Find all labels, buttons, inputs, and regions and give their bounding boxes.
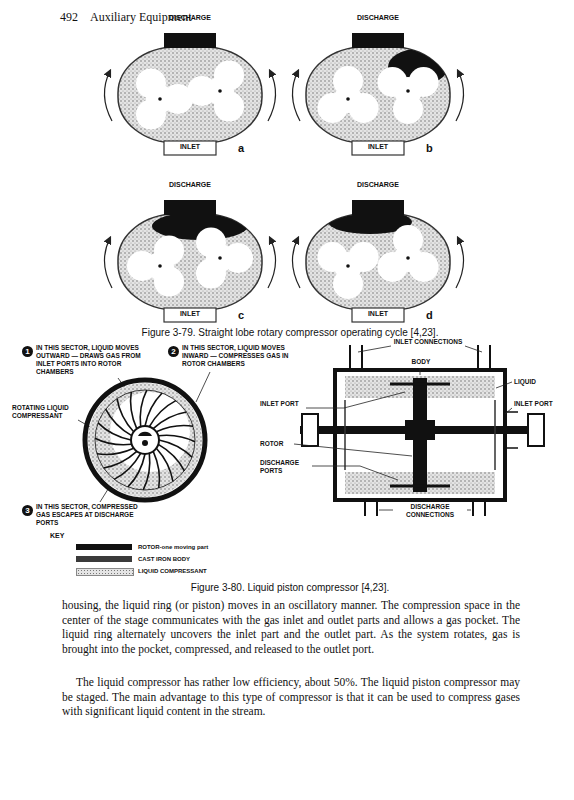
port-cone <box>138 432 152 436</box>
callout-number: 3 <box>22 505 33 516</box>
liquid-ring <box>88 383 202 497</box>
housing <box>306 47 450 143</box>
part-label: ROTOR <box>260 440 294 448</box>
port-label: DISCHARGE <box>338 14 418 22</box>
stage-letter: a <box>238 142 250 154</box>
leader-lines <box>78 346 512 510</box>
body-paragraph: housing, the liquid ring (or piston) mov… <box>62 598 520 656</box>
rotor-vane <box>114 453 140 479</box>
port-label: INLET <box>352 143 404 151</box>
rotor-hub <box>131 426 159 454</box>
legend-text: ROTOR-one moving part <box>138 543 208 551</box>
inlet-port <box>164 141 216 155</box>
lobe-rotor <box>317 242 378 299</box>
callout-text: IN THIS SECTOR, COMPRESSED GAS ESCAPES A… <box>36 503 148 527</box>
discharge-port <box>164 33 216 48</box>
rotation-arrow <box>456 71 464 121</box>
legend-swatch <box>76 544 132 550</box>
stage-letter: d <box>426 309 438 321</box>
rotor-vane <box>158 435 195 442</box>
rotor-blades <box>390 384 450 486</box>
part-label: INLET PORT <box>260 400 306 408</box>
discharge-port <box>164 200 216 215</box>
rotor-vane <box>158 444 184 470</box>
rotor-vane <box>156 426 193 432</box>
legend-swatch <box>76 568 134 576</box>
figure-caption: Figure 3-80. Liquid piston compressor [4… <box>90 582 490 594</box>
rotor-vane <box>149 401 175 427</box>
body-paragraph: The liquid compressor has rather low eff… <box>62 675 520 719</box>
inlet-port <box>352 308 404 322</box>
stage-letter: b <box>426 142 438 154</box>
bearing <box>528 414 544 446</box>
port-label: DISCHARGE <box>338 181 418 189</box>
rotation-arrow <box>104 71 112 121</box>
lobe-compressor-figure <box>104 33 463 322</box>
rotor-rim <box>95 390 195 490</box>
rotor-vane <box>97 448 134 454</box>
lobe-rotor <box>127 235 184 296</box>
figure-caption: Figure 3-79. Straight lobe rotary compre… <box>90 327 490 339</box>
callout-text: IN THIS SECTOR, LIQUID MOVES INWARD — CO… <box>182 344 292 368</box>
part-label: BODY <box>406 358 436 366</box>
rotor-vane <box>153 451 159 488</box>
rotation-arrow <box>292 238 300 288</box>
inlet-port <box>352 141 404 155</box>
discharge-port <box>352 33 404 48</box>
rotor-vane <box>106 409 132 435</box>
part-label: DISCHARGE CONNECTIONS <box>393 503 467 519</box>
discharge-port <box>352 200 404 215</box>
inlet-port-opening <box>505 412 518 448</box>
lobe-rotor <box>196 227 253 288</box>
legend-text: CAST IRON BODY <box>138 555 190 563</box>
port-label: DISCHARGE <box>150 14 230 22</box>
lobe-rotor <box>377 225 438 282</box>
rotation-arrow <box>456 238 464 288</box>
housing <box>118 47 262 143</box>
shaft-end <box>142 440 148 446</box>
rotation-arrow <box>268 238 276 288</box>
part-label: INLET PORT <box>514 400 554 408</box>
port-label: INLET <box>352 310 404 318</box>
lobe-rotor <box>317 66 378 123</box>
lobe-rotor <box>377 67 438 124</box>
running-head: Auxiliary Equipment <box>90 10 240 24</box>
rotation-arrow <box>268 71 276 121</box>
inlet-port <box>164 308 216 322</box>
port-label: INLET <box>164 310 216 318</box>
part-label: INLET CONNECTIONS <box>392 338 464 346</box>
liquid-piston-figure <box>78 345 545 516</box>
stage-letter: c <box>238 309 250 321</box>
page-number: 492 <box>60 10 86 24</box>
legend-swatch <box>76 556 132 562</box>
legend-heading: KEY <box>50 531 80 540</box>
lobe-rotor <box>136 68 193 129</box>
part-label: ROTATING LIQUID COMPRESSANT <box>12 404 76 420</box>
rotation-arrow <box>292 71 300 121</box>
callout-number: 2 <box>168 346 179 357</box>
part-label: DISCHARGE PORTS <box>260 459 312 475</box>
bearing <box>302 414 318 446</box>
inlet-connection <box>350 345 490 370</box>
body-casing <box>335 370 505 500</box>
rotation-arrow <box>104 238 112 288</box>
lobe-rotor <box>187 60 244 121</box>
casing <box>85 380 205 500</box>
legend-text: LIQUID COMPRESSANT <box>138 567 207 575</box>
port-label: INLET <box>164 143 216 151</box>
port-label: DISCHARGE <box>150 181 230 189</box>
rotor-vane <box>131 392 137 429</box>
callout-text: IN THIS SECTOR, LIQUID MOVES OUTWARD — D… <box>36 344 148 376</box>
part-label: LIQUID <box>514 378 554 386</box>
rotor-hub <box>405 420 435 440</box>
callout-number: 1 <box>22 346 33 357</box>
